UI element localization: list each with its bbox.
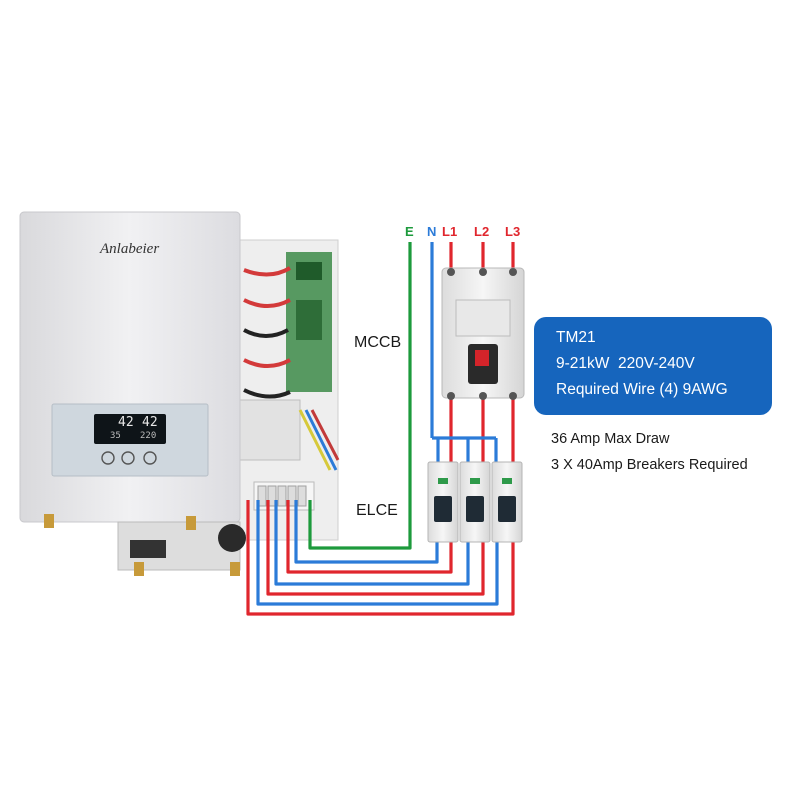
pipe-fitting-4 — [230, 562, 240, 576]
mcb-2-handle[interactable] — [466, 496, 484, 522]
pipe-fitting-3 — [186, 516, 196, 530]
note-breakers: 3 X 40Amp Breakers Required — [551, 457, 748, 473]
spec-model: TM21 — [556, 329, 596, 346]
control-chip — [296, 262, 322, 280]
water-valve-right — [218, 524, 246, 552]
water-heater — [19, 211, 340, 576]
pipe-fitting-1 — [44, 514, 54, 528]
mcb-breaker-2 — [459, 461, 491, 543]
water-valve-left — [130, 540, 166, 558]
mcb-breaker-1 — [427, 461, 459, 543]
mccb-label: MCCB — [354, 334, 402, 351]
wire-out-l3 — [246, 500, 515, 616]
heating-elements — [239, 266, 340, 471]
wire-out-l1 — [286, 500, 453, 574]
display-low-right: 220 — [140, 431, 157, 441]
display-low-left: 35 — [110, 431, 121, 441]
wire-out-n3 — [256, 500, 499, 606]
up-button-icon[interactable] — [143, 451, 157, 465]
control-chip-2 — [296, 300, 322, 340]
mcb-3-handle[interactable] — [498, 496, 516, 522]
mccb-breaker — [441, 267, 525, 400]
pipe-fitting-2 — [134, 562, 144, 576]
wire-label-l1: L1 — [442, 224, 458, 239]
wiring — [246, 242, 515, 616]
elce-label: ELCE — [356, 502, 398, 519]
spec-power-voltage: 9-21kW 220V-240V — [556, 355, 695, 372]
wire-earth — [308, 242, 412, 550]
spec-wire: Required Wire (4) 9AWG — [556, 381, 728, 398]
wire-label-l3: L3 — [505, 224, 521, 239]
display-left-value: 42 — [118, 415, 134, 430]
down-button-icon[interactable] — [101, 451, 115, 465]
wire-label-l2: L2 — [474, 224, 490, 239]
note-max-draw: 36 Amp Max Draw — [551, 431, 670, 447]
wire-label-e: E — [405, 224, 414, 239]
power-button-icon[interactable] — [121, 451, 135, 465]
mcb-breaker-3 — [491, 461, 523, 543]
brand-logo: Anlabeier — [100, 241, 160, 257]
wire-out-n2 — [274, 500, 470, 586]
terminal-block — [253, 481, 315, 511]
display-right-value: 42 — [142, 415, 158, 430]
spec-box: TM21 9-21kW 220V-240V Required Wire (4) … — [534, 317, 772, 415]
wire-out-n1 — [294, 500, 439, 564]
wire-label-n: N — [427, 224, 437, 239]
lcd-display — [94, 414, 166, 444]
mcb-1-handle[interactable] — [434, 496, 452, 522]
wire-out-l2 — [266, 500, 485, 596]
mcb-breakers — [427, 461, 523, 543]
